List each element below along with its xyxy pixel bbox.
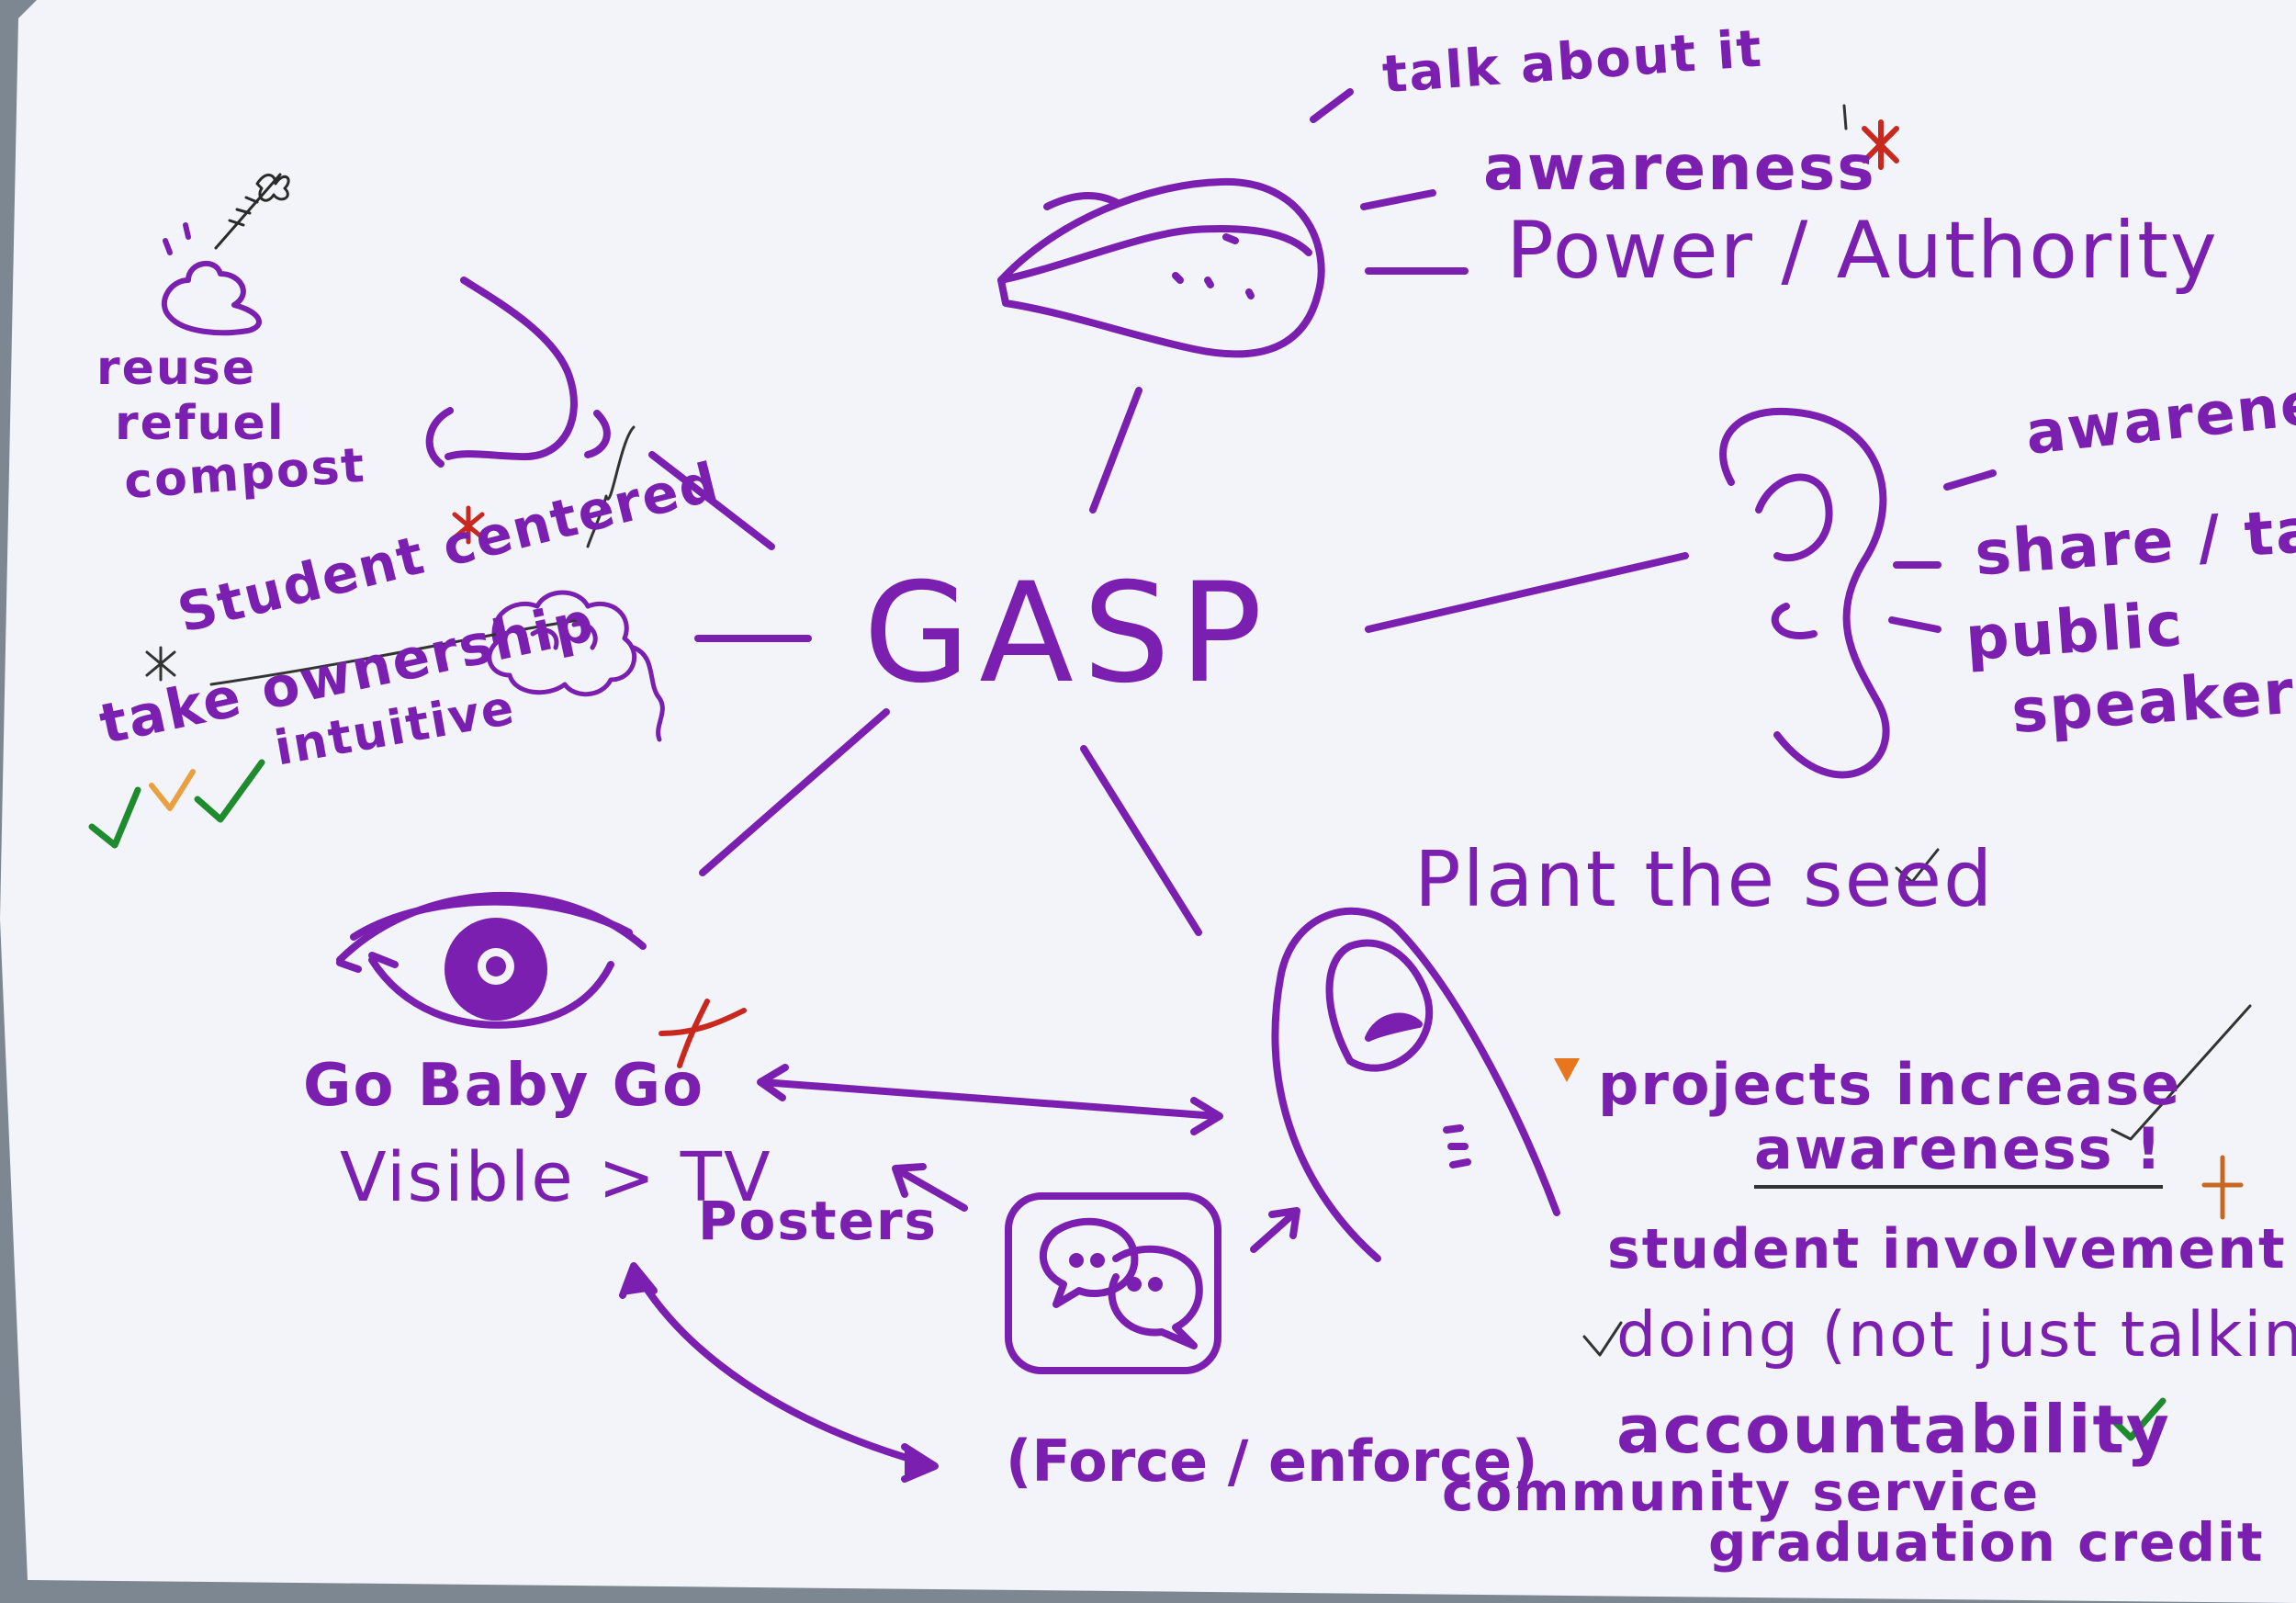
- red-x-gobabygo: [658, 999, 747, 1068]
- nose-icon: [425, 277, 611, 468]
- brain-icon: [487, 590, 665, 742]
- green-check-1: [88, 786, 141, 849]
- mouth-link-1: [1360, 189, 1436, 210]
- green-check-2: [194, 759, 265, 823]
- connector-mouth: [1089, 387, 1142, 514]
- nose-item-0: reuse: [96, 341, 257, 396]
- arrow-visible-force: [619, 1262, 939, 1483]
- finger-icon: [1271, 907, 1560, 1262]
- mouth-item-0: awareness: [1483, 132, 1876, 205]
- student-underline: [209, 618, 580, 686]
- red-asterisk-awareness: [1862, 119, 1899, 170]
- mouth-link-top: [1310, 88, 1354, 123]
- check-mark-plant: [1895, 848, 1940, 884]
- finger-title: Plant the seed: [1414, 834, 1995, 924]
- chat-bubbles-icon: [1005, 1192, 1221, 1374]
- finger-item-2: student involvement: [1607, 1217, 2287, 1281]
- eye-icon: [336, 891, 647, 1029]
- finger-item-6: graduation credit: [1708, 1511, 2265, 1574]
- ear-link-3: [1888, 616, 1941, 633]
- green-check-accountability: [2109, 1397, 2167, 1441]
- finger-item-3: doing (not just talking: [1616, 1299, 2296, 1372]
- check-mark-awareness: [2110, 1004, 2252, 1141]
- tick-awareness-top: [1842, 104, 1848, 130]
- connector-nose: [648, 451, 775, 550]
- finger-item-1: awareness !: [1754, 1121, 2164, 1189]
- mouth-icon: [997, 177, 1325, 358]
- arrow-chat-finger: [1250, 1207, 1300, 1253]
- ear-item-2: public: [1963, 588, 2187, 675]
- connector-ear: [1365, 552, 1689, 633]
- arrow-chat-posters: [892, 1163, 968, 1212]
- black-asterisk-student: [145, 646, 176, 682]
- check-mark-student: [586, 425, 636, 548]
- eye-item-2: Posters: [698, 1190, 939, 1252]
- ear-link-1: [1943, 469, 1997, 491]
- orange-cross-mark: [2201, 1155, 2244, 1220]
- finger-item-0: projects increase: [1598, 1051, 2182, 1118]
- red-asterisk-student: [452, 505, 485, 545]
- mouth-item-1: Power / Authority: [1506, 205, 2219, 297]
- flower-doodle: [214, 173, 290, 250]
- check-mark-doing: [1582, 1321, 1623, 1357]
- center-title: GASP: [863, 554, 1272, 714]
- eye-item-1: Visible > TV: [340, 1138, 772, 1217]
- eye-item-0: Go Baby Go: [303, 1052, 705, 1120]
- arrow-gobabygo-finger: [757, 1064, 1223, 1135]
- orange-check: [149, 769, 196, 811]
- poop-icon: [162, 222, 262, 336]
- force-label: (Force / enforce): [1006, 1428, 1538, 1495]
- nose-item-1: refuel: [115, 396, 286, 451]
- ear-icon: [1719, 407, 1890, 779]
- finger-item-4: accountability: [1616, 1391, 2171, 1468]
- connector-eye: [699, 708, 890, 876]
- finger-item-5: community service: [1442, 1461, 2041, 1523]
- connector-finger: [1080, 745, 1202, 936]
- orange-triangle-mark: [1554, 1058, 1580, 1082]
